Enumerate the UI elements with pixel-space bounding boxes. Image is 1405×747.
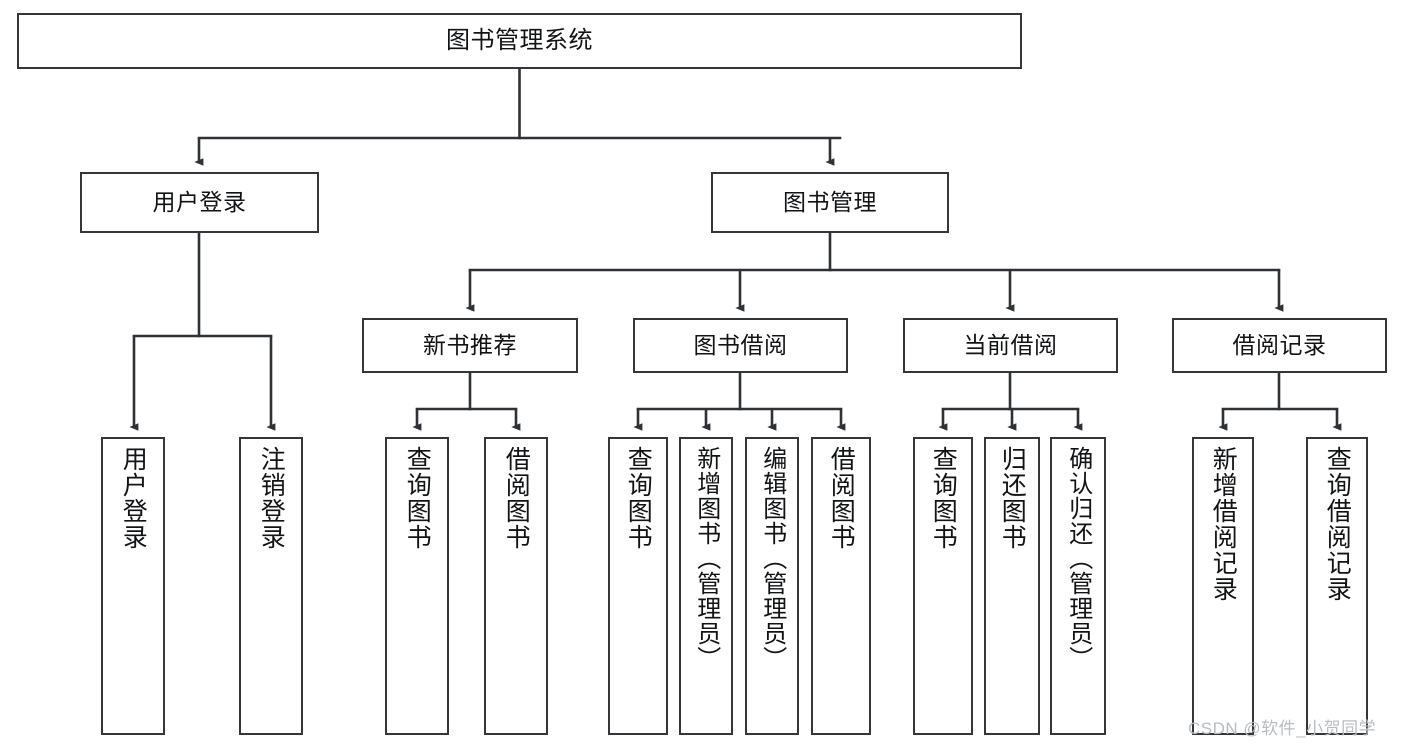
node-leaf-query-book-current[interactable]: 查询图书 — [913, 437, 973, 735]
node-leaf-borrow-book-borrow-label: 借阅图书 — [827, 446, 856, 550]
node-leaf-edit-book[interactable]: 编辑图书（管理员） — [745, 437, 799, 735]
csdn-watermark: CSDN @软件_小贺同学 — [1188, 719, 1377, 738]
node-leaf-user-login[interactable]: 用户登录 — [101, 437, 165, 735]
node-leaf-query-book-current-label: 查询图书 — [929, 446, 958, 550]
node-root-label: 图书管理系统 — [446, 26, 593, 54]
node-leaf-add-borrow-record[interactable]: 新增借阅记录 — [1192, 437, 1254, 735]
node-root[interactable]: 图书管理系统 — [17, 13, 1022, 69]
node-leaf-borrow-book-recommend[interactable]: 借阅图书 — [484, 437, 548, 735]
node-leaf-return-book-label: 归还图书 — [998, 446, 1027, 550]
node-leaf-user-login-label: 用户登录 — [119, 446, 148, 550]
node-leaf-add-book[interactable]: 新增图书（管理员） — [679, 437, 733, 735]
node-leaf-query-book-recommend[interactable]: 查询图书 — [385, 437, 449, 735]
node-user-login-label: 用户登录 — [152, 188, 247, 215]
node-borrow-record-label: 借阅记录 — [1232, 331, 1327, 358]
node-borrow-record[interactable]: 借阅记录 — [1172, 318, 1387, 373]
node-leaf-logout-label: 注销登录 — [257, 446, 286, 550]
node-leaf-confirm-return[interactable]: 确认归还（管理员） — [1050, 437, 1106, 735]
node-book-management[interactable]: 图书管理 — [711, 172, 949, 233]
node-leaf-query-borrow-record[interactable]: 查询借阅记录 — [1306, 437, 1368, 735]
node-user-login[interactable]: 用户登录 — [80, 172, 319, 233]
node-book-management-label: 图书管理 — [783, 188, 877, 215]
node-leaf-confirm-return-label: 确认归还（管理员） — [1064, 446, 1092, 671]
node-current-borrow[interactable]: 当前借阅 — [903, 318, 1118, 373]
node-leaf-borrow-book-borrow[interactable]: 借阅图书 — [811, 437, 871, 735]
node-book-borrow[interactable]: 图书借阅 — [633, 318, 848, 373]
node-leaf-add-borrow-record-label: 新增借阅记录 — [1209, 446, 1238, 602]
node-leaf-logout[interactable]: 注销登录 — [239, 437, 303, 735]
node-leaf-query-borrow-record-label: 查询借阅记录 — [1323, 446, 1352, 602]
node-new-book-recommend-label: 新书推荐 — [423, 331, 517, 358]
node-leaf-query-book-recommend-label: 查询图书 — [403, 446, 432, 550]
node-book-borrow-label: 图书借阅 — [693, 331, 788, 358]
node-leaf-borrow-book-recommend-label: 借阅图书 — [502, 446, 531, 550]
node-leaf-edit-book-label: 编辑图书（管理员） — [758, 446, 786, 671]
node-leaf-add-book-label: 新增图书（管理员） — [692, 446, 720, 671]
node-current-borrow-label: 当前借阅 — [963, 331, 1058, 358]
node-new-book-recommend[interactable]: 新书推荐 — [362, 318, 578, 373]
node-leaf-query-book-borrow-label: 查询图书 — [624, 446, 653, 550]
node-leaf-query-book-borrow[interactable]: 查询图书 — [608, 437, 668, 735]
node-leaf-return-book[interactable]: 归还图书 — [984, 437, 1040, 735]
